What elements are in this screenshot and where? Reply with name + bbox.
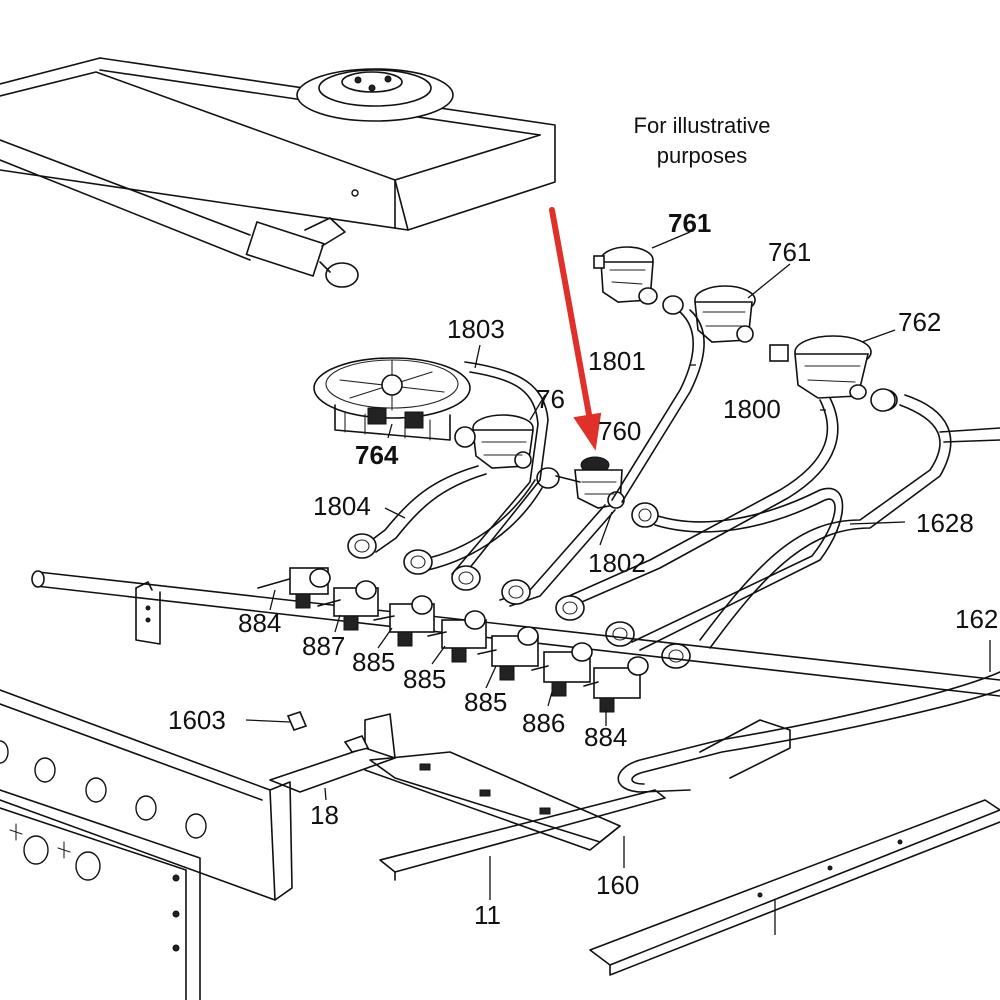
valve-887 xyxy=(317,580,379,631)
callout-885-a: 885 xyxy=(352,647,395,677)
callout-1804: 1804 xyxy=(313,491,371,521)
nut-6 xyxy=(605,621,635,647)
cooktop-panel xyxy=(0,57,556,231)
nut-9 xyxy=(870,388,896,412)
note-line-1: For illustrative xyxy=(634,113,771,138)
thermostat-762 xyxy=(769,335,898,411)
callout-887: 887 xyxy=(302,631,345,661)
callout-1802: 1802 xyxy=(588,548,646,578)
highlight-arrow xyxy=(549,207,602,451)
illustrative-note: For illustrative purposes xyxy=(634,113,771,168)
nut-4 xyxy=(501,579,531,605)
callout-762: 762 xyxy=(898,307,941,337)
control-panel xyxy=(0,689,293,1000)
nut-8 xyxy=(631,502,659,528)
valve-885-c xyxy=(477,626,539,681)
callout-76: 76 xyxy=(536,384,565,414)
bracket-1603 xyxy=(286,711,308,731)
valve-885-b xyxy=(427,610,487,663)
note-line-2: purposes xyxy=(657,143,748,168)
callout-761-bottom: 761 xyxy=(768,237,811,267)
callout-884-left: 884 xyxy=(238,608,281,638)
leader-lines xyxy=(245,231,991,935)
callout-160: 160 xyxy=(596,870,639,900)
nut-1 xyxy=(347,533,377,559)
callout-885-c: 885 xyxy=(464,687,507,717)
callout-1801: 1801 xyxy=(588,346,646,376)
valve-76 xyxy=(454,414,534,469)
side-bracket xyxy=(699,719,791,779)
valve-760 xyxy=(536,456,625,509)
callout-1628: 1628 xyxy=(916,508,974,538)
callout-1603: 1603 xyxy=(168,705,226,735)
callout-1803: 1803 xyxy=(447,314,505,344)
callout-162: 162 xyxy=(955,604,998,634)
valve-884-left xyxy=(257,567,331,609)
callout-11: 11 xyxy=(474,900,501,930)
fitting-nuts xyxy=(347,388,896,669)
gas-valve-handle xyxy=(0,139,359,288)
rail-bottom xyxy=(589,799,1000,976)
callout-18: 18 xyxy=(310,800,339,830)
rail-11 xyxy=(379,789,666,881)
bracket-160 xyxy=(364,751,621,851)
valve-884-right xyxy=(583,656,649,713)
nut-2 xyxy=(403,549,433,575)
callout-886: 886 xyxy=(522,708,565,738)
callout-761-top: 761 xyxy=(668,208,711,238)
nut-5 xyxy=(555,595,585,621)
callout-885-b: 885 xyxy=(403,664,446,694)
callout-760: 760 xyxy=(598,416,641,446)
thermostat-761-top xyxy=(593,246,658,305)
oven-burner-764 xyxy=(313,357,471,441)
nut-3 xyxy=(451,565,481,591)
valve-886 xyxy=(531,642,593,697)
callout-1800: 1800 xyxy=(723,394,781,424)
bracket-18 xyxy=(269,713,396,793)
callout-884-right: 884 xyxy=(584,722,627,752)
burner-valves xyxy=(257,567,649,713)
callout-764: 764 xyxy=(355,440,399,470)
nut-7 xyxy=(661,643,691,669)
callout-labels: 761 761 762 1803 76 760 1801 1800 764 18… xyxy=(168,208,998,930)
valve-885-a xyxy=(373,595,435,647)
thermostat-761-bottom xyxy=(662,285,756,343)
gas-tubes xyxy=(364,309,1000,651)
